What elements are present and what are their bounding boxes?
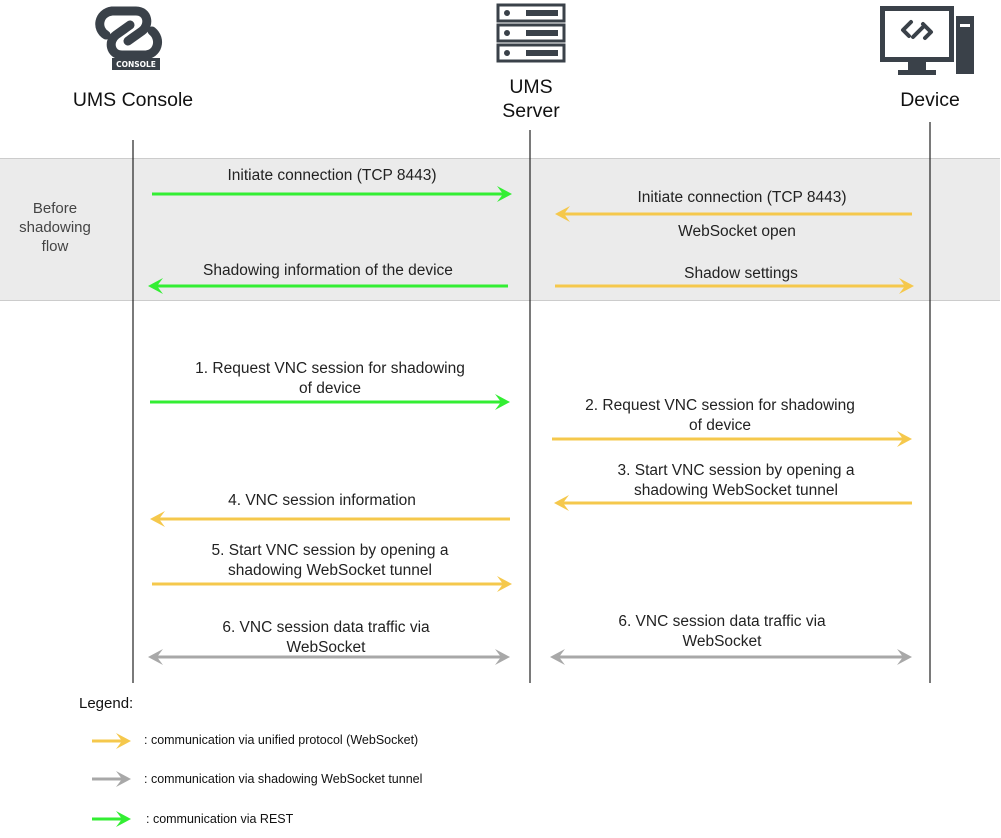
message-label: 5. Start VNC session by opening a shadow… [150,541,510,581]
message-label-line: shadowing WebSocket tunnel [634,482,838,499]
arrow-s4-head [150,511,165,527]
message-label-line: 6. VNC session data traffic via [618,613,826,630]
message-label-line: 3. Start VNC session by opening a [617,462,855,479]
band-label-line: Before [32,200,78,217]
message-label-line: WebSocket [286,639,366,656]
message-label-line: 1. Request VNC session for shadowing [195,360,465,377]
band-label-line: shadowing [19,219,91,236]
actor-ums-server-label: UMS Server [470,75,592,123]
actor-ums-server-label-line: Server [502,100,560,122]
band-label: Before shadowing flow [10,199,100,256]
ums-console-logo-icon: CONSOLE [92,5,166,71]
actor-ums-server-label-line: UMS [509,76,553,98]
message-label: 2. Request VNC session for shadowing of … [540,396,900,436]
message-label-line: of device [688,417,752,434]
legend-arrow-rest-head [116,811,131,827]
message-label-line: of device [298,380,362,397]
message-label: 6. VNC session data traffic via WebSocke… [146,618,506,658]
legend-arrow-tunnel-head [116,771,131,787]
message-label-line: 6. VNC session data traffic via [222,619,430,636]
arrow-m4-head [899,278,914,294]
message-label-line: shadowing WebSocket tunnel [228,562,432,579]
arrow-s6b-head [897,649,912,665]
logo-text: CONSOLE [116,60,156,69]
arrow-s3-head [554,495,569,511]
message-label: Initiate connection (TCP 8443) [637,189,847,206]
legend-text-tunnel: : communication via shadowing WebSocket … [144,772,423,786]
message-label: Initiate connection (TCP 8443) [227,167,437,184]
message-label-line: 2. Request VNC session for shadowing [585,397,855,414]
arrow-m3-head [148,278,163,294]
message-label: 4. VNC session information [228,492,416,509]
arrow-m2-head [555,206,570,222]
band-label-line: flow [41,238,69,255]
device-monitor-icon [878,4,978,78]
legend-text-websocket: : communication via unified protocol (We… [144,733,419,747]
legend-text-rest: : communication via REST [146,812,294,826]
message-label: 1. Request VNC session for shadowing of … [150,359,510,399]
message-label: Shadow settings [684,265,798,282]
message-label: 3. Start VNC session by opening a shadow… [556,461,916,501]
legend-title: Legend: [79,695,134,712]
arrow-s6a-start-head [148,649,163,665]
actor-ums-console-label: UMS Console [72,89,194,111]
message-label-line: 5. Start VNC session by opening a [211,542,449,559]
message-label: 6. VNC session data traffic via WebSocke… [544,612,900,652]
arrow-s2-head [897,431,912,447]
legend-arrow-websocket-head [116,733,131,749]
pre-shadowing-band [0,158,1000,301]
message-label-line: WebSocket [682,633,762,650]
arrow-s1-head [495,394,510,410]
message-label: Shadowing information of the device [203,262,453,279]
arrow-s6b-start-head [550,649,565,665]
arrow-s6a-head [495,649,510,665]
arrow-m1-head [497,186,512,202]
server-rack-icon [496,3,568,65]
message-sublabel: WebSocket open [678,223,796,240]
arrow-s5-head [497,576,512,592]
actor-device-label: Device [900,89,960,111]
